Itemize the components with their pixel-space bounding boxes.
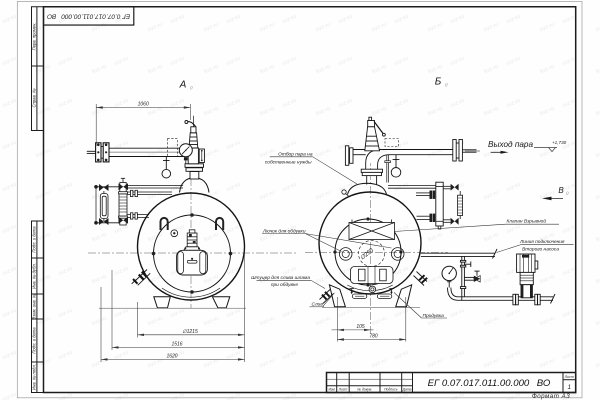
- svg-text:при обдувке: при обдувке: [271, 282, 298, 288]
- svg-text:Подпись: Подпись: [384, 388, 398, 392]
- svg-text:1620: 1620: [166, 353, 177, 359]
- svg-text:(): (): [190, 85, 193, 90]
- svg-text:1: 1: [568, 385, 571, 391]
- svg-text:Клапан Взрывной: Клапан Взрывной: [506, 218, 546, 225]
- svg-text:ЕГ 0.07.017.011.00.000 ВО: ЕГ 0.07.017.011.00.000 ВО: [47, 12, 130, 19]
- svg-text:Взам. инв. №: Взам. инв. №: [32, 293, 37, 319]
- svg-text:Перв. примен.: Перв. примен.: [32, 22, 37, 50]
- svg-text:Б: Б: [435, 77, 442, 88]
- svg-text:Продувка: Продувка: [423, 313, 445, 319]
- svg-text:Формат А3: Формат А3: [532, 393, 570, 400]
- svg-text:Подп. и дата: Подп. и дата: [32, 226, 37, 253]
- svg-text:Штуцер для слива шлама: Штуцер для слива шлама: [251, 275, 310, 281]
- svg-text:В: В: [558, 186, 564, 195]
- svg-text:1060: 1060: [138, 102, 149, 108]
- svg-text:Лючок для обдувки: Лючок для обдувки: [262, 229, 306, 235]
- svg-text:собственные нужды: собственные нужды: [265, 160, 312, 166]
- svg-text:780: 780: [369, 334, 378, 340]
- svg-text:(): (): [445, 82, 448, 87]
- svg-text:Подп. и дата: Подп. и дата: [32, 327, 37, 354]
- svg-text:Линия подключения: Линия подключения: [519, 239, 565, 245]
- svg-text:(): (): [566, 190, 569, 195]
- svg-text:Изм: Изм: [328, 388, 335, 392]
- svg-text:∅1215: ∅1215: [182, 329, 198, 335]
- svg-text:+1,730: +1,730: [552, 140, 567, 145]
- svg-text:Слив: Слив: [312, 302, 324, 308]
- svg-text:Справ. №: Справ. №: [32, 88, 37, 107]
- svg-text:Второго насоса: Второго насоса: [522, 246, 559, 252]
- svg-text:Инв. № дубл.: Инв. № дубл.: [32, 263, 37, 289]
- svg-text:Инв. № подл.: Инв. № подл.: [32, 364, 37, 390]
- svg-text:А: А: [179, 80, 187, 91]
- svg-text:№ докум.: № докум.: [357, 388, 372, 392]
- svg-text:Отбор пара на: Отбор пара на: [278, 151, 313, 157]
- svg-text:105: 105: [356, 324, 365, 330]
- svg-text:Лист: Лист: [338, 388, 348, 392]
- svg-text:1516: 1516: [171, 341, 182, 347]
- svg-text:Лист: Лист: [564, 375, 574, 379]
- svg-text:ЕГ 0.07.017.011.00.000 ВО: ЕГ 0.07.017.011.00.000 ВО: [428, 378, 551, 389]
- svg-text:Выход пара: Выход пара: [488, 140, 533, 149]
- svg-text:Дата: Дата: [402, 388, 412, 392]
